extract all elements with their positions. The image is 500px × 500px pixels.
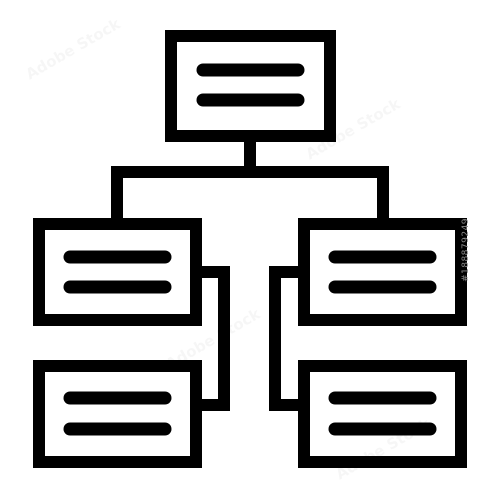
- right-bracket-connector: [269, 266, 304, 411]
- left-bracket-connector: [196, 266, 230, 411]
- right-lower-node-box: [298, 360, 467, 468]
- right-upper-node-box: [298, 218, 467, 326]
- stock-id-label: #188879249: [460, 217, 471, 283]
- root-node-box: [165, 30, 336, 142]
- left-lower-node-box: [33, 360, 202, 468]
- branch-connector: [111, 166, 389, 224]
- left-upper-node-box: [33, 218, 202, 326]
- hierarchy-strokes: [33, 30, 467, 468]
- node-text-lines: [63, 63, 437, 436]
